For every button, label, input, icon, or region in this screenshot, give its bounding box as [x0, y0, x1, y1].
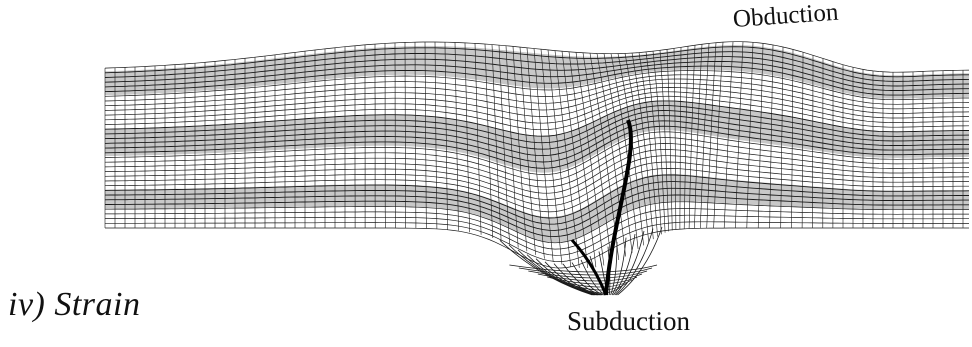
- panel-label: iv) Strain: [8, 286, 140, 324]
- mesh-v-line: [684, 46, 688, 229]
- subduction-label: Subduction: [567, 306, 690, 337]
- mesh-v-line: [653, 51, 665, 233]
- mesh-h-line: [105, 87, 969, 118]
- mesh-v-line: [660, 50, 669, 231]
- mesh-v-line: [674, 48, 676, 229]
- dense-band-1: [105, 45, 969, 99]
